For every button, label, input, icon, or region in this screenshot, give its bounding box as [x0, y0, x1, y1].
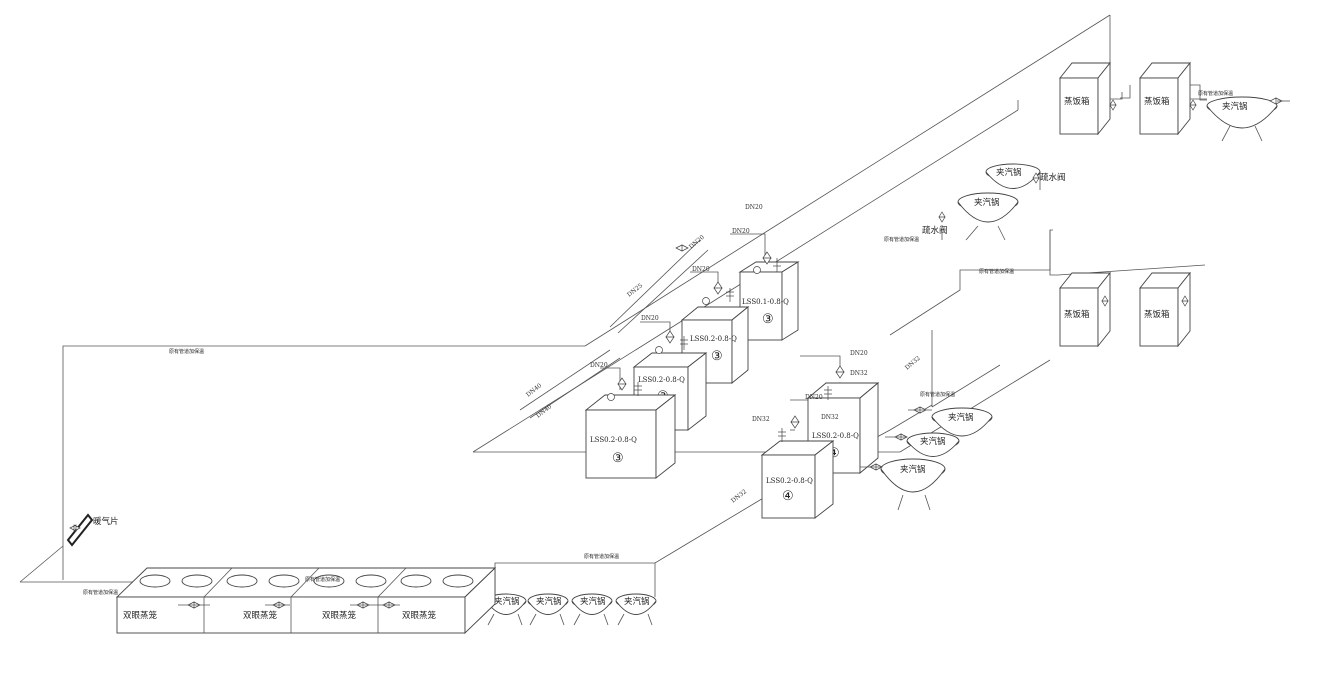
boiler-3-d: LSS0.2-0.8-Q ③	[584, 394, 677, 479]
dn-label-16: DN32	[730, 488, 748, 505]
insulation-label-4: 原有管道加保温	[584, 553, 619, 560]
boiler-3a-model: LSS0.1-0.8-Q	[742, 298, 789, 306]
kettle-r3-label: 夹汽锅	[900, 464, 926, 475]
boiler-4b-model: LSS0.2-0.8-Q	[766, 477, 813, 485]
steamer-3-label: 双眼蒸笼	[322, 610, 357, 621]
boiler-3-a: LSS0.1-0.8-Q ③	[738, 261, 800, 341]
steam-kettles: 夹汽锅 夹汽锅 夹汽锅 夹汽锅 夹汽锅 夹汽	[485, 96, 1278, 626]
kettle-r1-label: 夹汽锅	[948, 412, 974, 423]
dn-label-1: DN20	[745, 204, 763, 211]
insulation-label-3: 原有管道加保温	[305, 576, 340, 583]
steamer-2-label: 双眼蒸笼	[243, 610, 278, 621]
kettle-b1-label: 夹汽锅	[494, 596, 520, 607]
insulation-label-6: 原有管道加保温	[979, 268, 1014, 275]
trap-label-1: 疏水阀	[1040, 172, 1066, 183]
boiler-3d-model: LSS0.2-0.8-Q	[590, 436, 637, 444]
main-pipe-network	[19, 14, 1207, 597]
steamer-1-label: 双眼蒸笼	[123, 610, 158, 621]
boiler-4a-number: ④	[828, 446, 840, 461]
boiler-3b-number: ③	[711, 349, 723, 364]
kettle-tr-label: 夹汽锅	[1222, 101, 1248, 112]
boiler-3a-number: ③	[762, 312, 774, 327]
kettle-m1-label: 夹汽锅	[996, 167, 1022, 178]
insulation-label-7: 原有管道加保温	[920, 391, 955, 398]
dn-label-3: DN20	[692, 266, 710, 273]
boiler-4-a: LSS0.2-0.8-Q ④	[806, 382, 880, 474]
kettle-right-1: 夹汽锅	[931, 407, 993, 437]
kettle-bottom-4: 夹汽锅	[615, 593, 657, 626]
double-steamers: 双眼蒸笼 双眼蒸笼 双眼蒸笼 双眼蒸笼	[115, 566, 497, 635]
rice-box-4-label: 蒸饭箱	[1144, 309, 1170, 320]
rice-box-3: 蒸饭箱	[1059, 271, 1111, 348]
boiler-3c-model: LSS0.2-0.8-Q	[638, 376, 685, 384]
radiator-label: 暖气片	[93, 516, 119, 527]
kettle-bottom-2: 夹汽锅	[527, 593, 569, 626]
dn-label-6: DN20	[850, 350, 868, 357]
rice-boxes: 蒸饭箱 蒸饭箱 蒸饭箱 蒸饭箱	[1059, 61, 1191, 348]
boiler-4b-number: ④	[782, 489, 794, 504]
dn-label-8: DN32	[850, 370, 868, 377]
kettle-mid-2: 夹汽锅	[957, 192, 1019, 241]
dn-label-7: DN20	[805, 394, 823, 401]
kettle-b2-label: 夹汽锅	[536, 596, 562, 607]
dn-label-14: DN40	[535, 403, 553, 420]
boiler-group-3: LSS0.1-0.8-Q ③ LSS0.2-0.8-Q ③ LSS0.2-0.8…	[584, 261, 800, 479]
kettle-right-3: 夹汽锅	[880, 458, 946, 511]
rice-box-2: 蒸饭箱	[1139, 61, 1191, 136]
insulation-label-8: 原有管道加保温	[1198, 90, 1233, 97]
rice-box-2-label: 蒸饭箱	[1144, 96, 1170, 107]
dn-label-10: DN32	[821, 414, 839, 421]
kettle-r2-label: 夹汽锅	[920, 436, 946, 447]
rice-box-4: 蒸饭箱	[1139, 271, 1191, 348]
kettle-m2-label: 夹汽锅	[974, 197, 1000, 208]
boiler-group-4: LSS0.2-0.8-Q ④ LSS0.2-0.8-Q ④	[760, 382, 880, 519]
dn-label-5: DN20	[590, 362, 608, 369]
kettle-top-right: 夹汽锅	[1206, 96, 1278, 142]
boiler-3d-number: ③	[612, 451, 624, 466]
dn-label-15: DN32	[904, 355, 922, 372]
insulation-label-5: 原有管道加保温	[884, 236, 919, 243]
dn-label-11: DN20	[688, 234, 706, 251]
steamer-4-label: 双眼蒸笼	[402, 610, 437, 621]
dn-label-2: DN20	[732, 228, 750, 235]
kettle-bottom-3: 夹汽锅	[571, 593, 613, 626]
dn-label-9: DN32	[752, 416, 770, 423]
kettle-right-2: 夹汽锅	[906, 432, 960, 457]
boiler-3-b: LSS0.2-0.8-Q ③	[680, 306, 750, 384]
rice-box-1-label: 蒸饭箱	[1064, 96, 1090, 107]
kettle-pipes	[860, 92, 1290, 468]
kettle-b4-label: 夹汽锅	[624, 596, 650, 607]
kettle-mid-1: 夹汽锅	[985, 163, 1041, 189]
misc-valves	[869, 97, 1283, 471]
rice-box-1: 蒸饭箱	[1059, 61, 1111, 136]
insulation-label-1: 原有管道加保温	[169, 348, 204, 355]
insulation-label-2: 原有管道加保温	[83, 589, 118, 596]
radiator: 暖气片	[66, 513, 119, 547]
trap-label-2: 疏水阀	[922, 225, 948, 236]
boiler-4a-model: LSS0.2-0.8-Q	[812, 432, 859, 440]
boiler-3b-model: LSS0.2-0.8-Q	[690, 335, 737, 343]
rice-box-3-label: 蒸饭箱	[1064, 309, 1090, 320]
dn-label-4: DN20	[641, 315, 659, 322]
boiler-valves	[607, 244, 845, 442]
kettle-b3-label: 夹汽锅	[580, 596, 606, 607]
kettle-bottom-1: 夹汽锅	[485, 593, 527, 626]
boiler-4-b: LSS0.2-0.8-Q ④	[760, 440, 835, 519]
